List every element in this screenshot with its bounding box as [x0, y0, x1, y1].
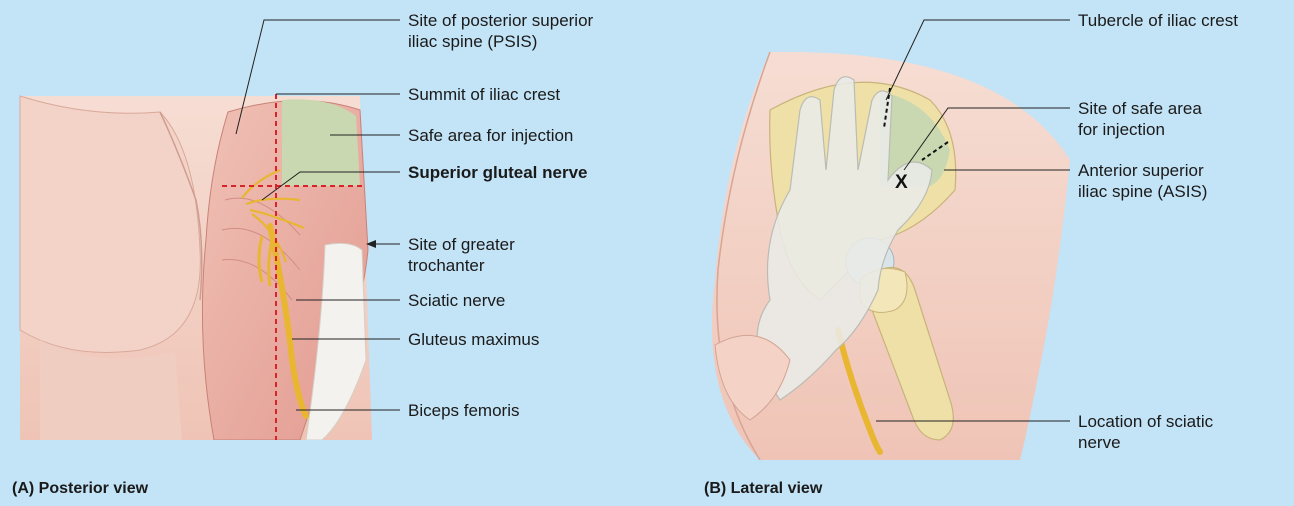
label-safe-area-for-injection: Safe area for injection	[408, 125, 573, 146]
label-biceps-femoris: Biceps femoris	[408, 400, 519, 421]
greater-trochanter-arrow	[366, 240, 400, 248]
safe-area-posterior	[282, 99, 360, 186]
label-greater-trochanter: Site of greater trochanter	[408, 234, 515, 276]
label-superior-gluteal-nerve: Superior gluteal nerve	[408, 162, 588, 183]
injection-site-x-mark: X	[895, 172, 908, 194]
label-asis: Anterior superior iliac spine (ASIS)	[1078, 160, 1207, 202]
label-summit-of-iliac-crest: Summit of iliac crest	[408, 84, 560, 105]
caption-lateral-view: (B) Lateral view	[704, 480, 822, 498]
label-gluteus-maximus: Gluteus maximus	[408, 329, 539, 350]
label-sciatic-nerve: Sciatic nerve	[408, 290, 505, 311]
label-site-of-safe-area: Site of safe area for injection	[1078, 98, 1202, 140]
label-tubercle-of-iliac-crest: Tubercle of iliac crest	[1078, 10, 1238, 31]
left-buttock	[20, 96, 200, 353]
label-location-of-sciatic-nerve: Location of sciatic nerve	[1078, 411, 1213, 453]
label-psis: Site of posterior superior iliac spine (…	[408, 10, 593, 52]
caption-posterior-view: (A) Posterior view	[12, 480, 148, 498]
